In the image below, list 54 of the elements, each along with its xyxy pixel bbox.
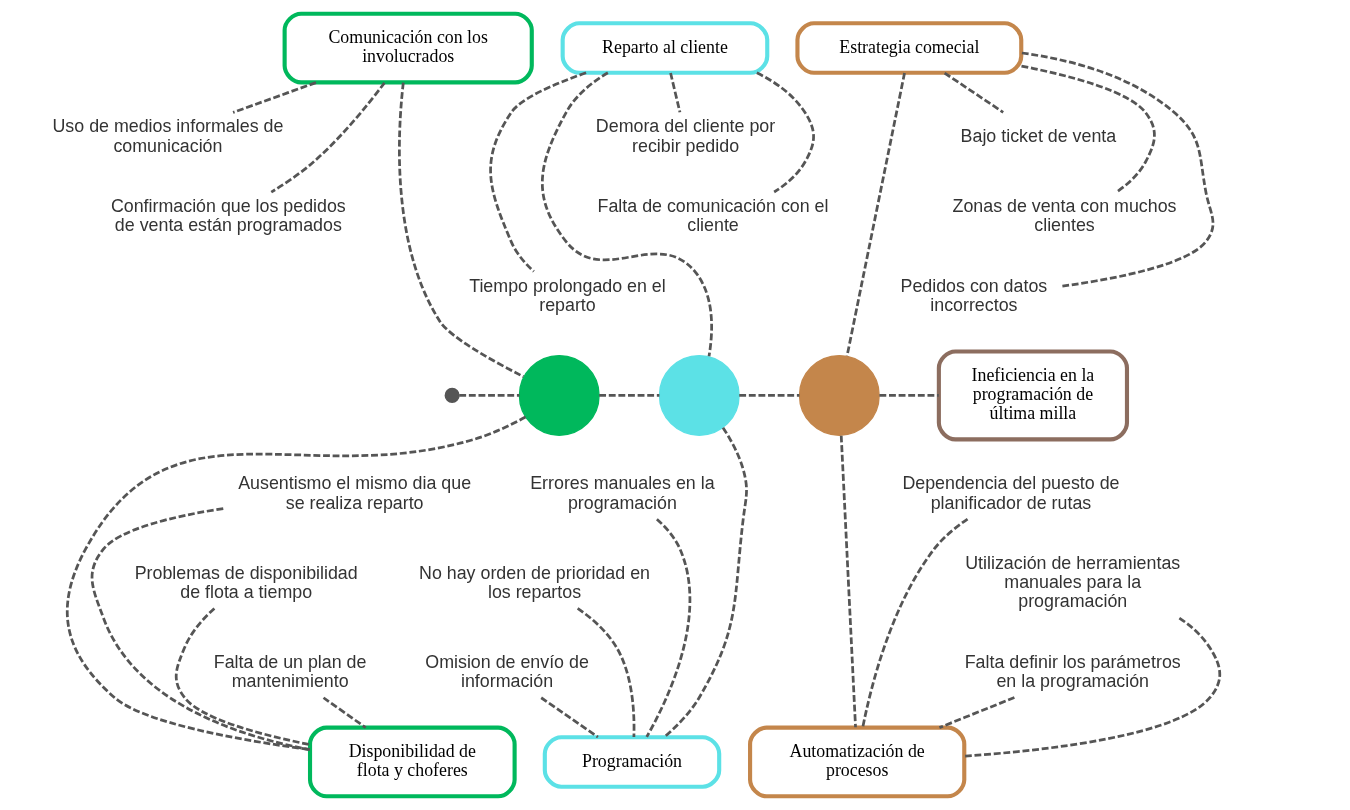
node-text: Demora del cliente por recibir pedido [595,116,775,156]
node-text: Tiempo prolongado en el reparto [468,275,666,315]
node-circle [444,387,460,403]
connector [878,394,939,397]
node-text: No hay orden de prioridad en los repartos [418,562,650,602]
connector [598,394,659,397]
node-box: Disponibilidad de flota y choferes [307,725,517,799]
node-text: Confirmación que los pedidos de venta están programados [110,195,346,236]
node-text: Ausentismo el mismo dia que se realiza reparto [237,473,471,513]
connector [668,72,681,113]
node-circle [518,354,600,436]
node-text: Falta de un plan de mantenimiento [213,651,366,692]
node-box: Reparto al cliente [560,21,769,75]
node-text: Zonas de venta con muchos clientes [952,195,1176,236]
connector [540,71,713,357]
connector [65,415,526,751]
node-circle [798,354,880,436]
node-text: Utilización de herramientas manuales para la programación [964,552,1180,612]
connector [1020,64,1156,194]
connector [964,616,1221,758]
node-box: Estrategia comecial [794,21,1023,75]
node-text: Bajo ticket de venta [960,125,1116,146]
node-text: Problemas de disponibilidad de flota a tiempo [134,562,358,602]
node-box: Programación [542,735,721,789]
connector [270,82,386,194]
node-text: Falta de comunicación con el cliente [597,195,828,236]
connector [938,696,1015,729]
node-text: Pedidos con datos incorrectos [900,275,1047,315]
connector [488,71,587,273]
connector [860,517,968,728]
connector [645,518,691,738]
connector [943,71,1004,114]
connector [755,71,815,194]
connector [662,426,748,739]
connector [458,394,519,397]
connector [1021,51,1214,288]
node-text: Falta definir los parámetros en la programación [964,651,1181,692]
node-text: Uso de medios informales de comunicación [51,116,283,156]
node-box: Comunicación con los involucrados [282,11,534,85]
node-circle [658,354,740,436]
connector [576,607,635,737]
node-text: Omision de envío de información [424,651,589,692]
connector [539,696,599,739]
node-box: Automatización de procesos [747,725,966,799]
node-text: Errores manuales en la programación [529,473,715,513]
connector [174,607,310,746]
connector [397,82,524,378]
node-box: Ineficiencia en la programación de última milla [936,349,1129,442]
connector [738,394,799,397]
connector [839,435,857,728]
connector [232,81,316,114]
connector [90,507,310,751]
node-text: Dependencia del puesto de planificador de rutas [901,473,1119,513]
connector [322,696,366,729]
